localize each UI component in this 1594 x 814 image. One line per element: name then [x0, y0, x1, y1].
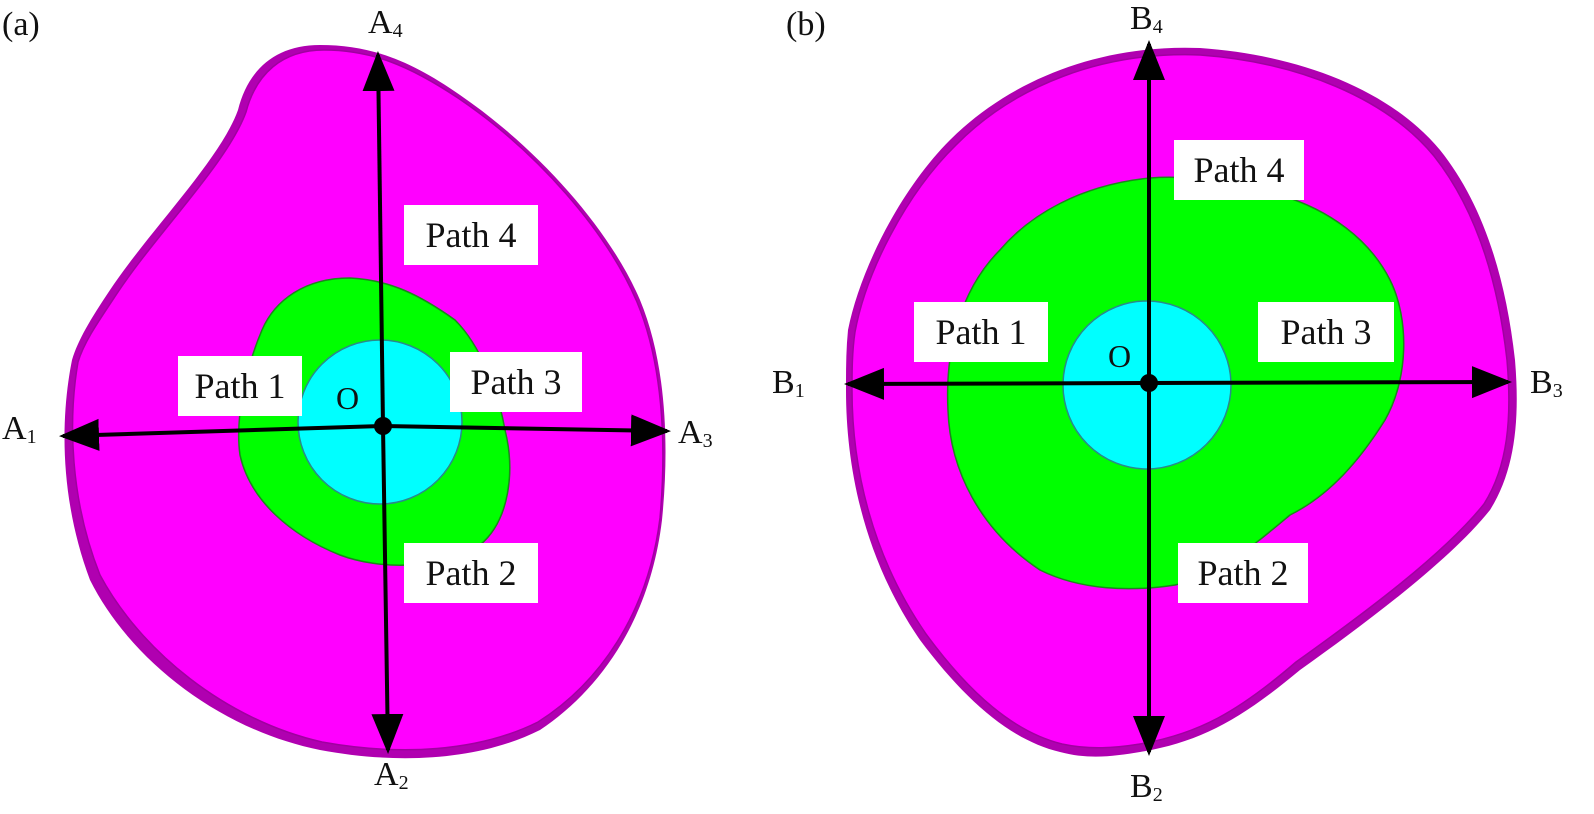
panel-b-path-4-label: Path 4 [1174, 140, 1304, 200]
endpoint-b4-letter: B [1130, 0, 1153, 37]
panel-b-path-3-label: Path 3 [1258, 302, 1394, 362]
endpoint-a4-letter: A [368, 4, 393, 41]
endpoint-a2-subscript: 2 [398, 772, 409, 794]
endpoint-b3-letter: B [1530, 364, 1553, 401]
endpoint-a4-subscript: 4 [392, 20, 403, 42]
endpoint-b4-label: B4 [1130, 0, 1163, 39]
panel-b-path-2-label: Path 2 [1178, 543, 1308, 603]
panel-a-path-2-label: Path 2 [404, 543, 538, 603]
endpoint-b2-subscript: 2 [1152, 784, 1163, 806]
arrow-a1 [59, 418, 384, 451]
endpoint-b4-subscript: 4 [1152, 16, 1163, 38]
endpoint-a1-letter: A [2, 410, 27, 447]
arrow-b1 [844, 367, 1150, 400]
panel-b-origin-dot [1140, 374, 1158, 392]
endpoint-a2-letter: A [374, 756, 399, 793]
endpoint-a3-letter: A [678, 414, 703, 451]
panel-b-path-1-label: Path 1 [914, 302, 1048, 362]
arrow-b3 [1148, 366, 1512, 399]
panel-b-origin-label: O [1108, 338, 1132, 374]
endpoint-b2-letter: B [1130, 768, 1153, 805]
endpoint-a1-label: A1 [2, 410, 37, 449]
panel-b [844, 40, 1517, 757]
endpoint-b1-subscript: 1 [794, 380, 805, 402]
endpoint-b1-label: B1 [772, 364, 805, 403]
arrow-a3 [382, 414, 671, 447]
panel-a-path-4-label: Path 4 [404, 205, 538, 265]
endpoint-b3-label: B3 [1530, 364, 1563, 403]
arrow-a4 [362, 51, 395, 427]
endpoint-a2-label: A2 [374, 756, 409, 795]
endpoint-a3-label: A3 [678, 414, 713, 453]
panel-a-origin-dot [374, 417, 392, 435]
endpoint-a4-label: A4 [368, 4, 403, 43]
panel-a-path-3-label: Path 3 [450, 352, 582, 412]
endpoint-a3-subscript: 3 [702, 430, 713, 452]
panel-a-origin-label: O [336, 380, 360, 416]
endpoint-a1-subscript: 1 [26, 426, 37, 448]
endpoint-b2-label: B2 [1130, 768, 1163, 807]
panel-a-path-1-label: Path 1 [178, 356, 302, 416]
endpoint-b1-letter: B [772, 364, 795, 401]
panel-a-tag: (a) [2, 6, 40, 43]
arrow-a2 [371, 425, 404, 754]
panel-b-tag: (b) [786, 6, 826, 43]
endpoint-b3-subscript: 3 [1552, 380, 1563, 402]
